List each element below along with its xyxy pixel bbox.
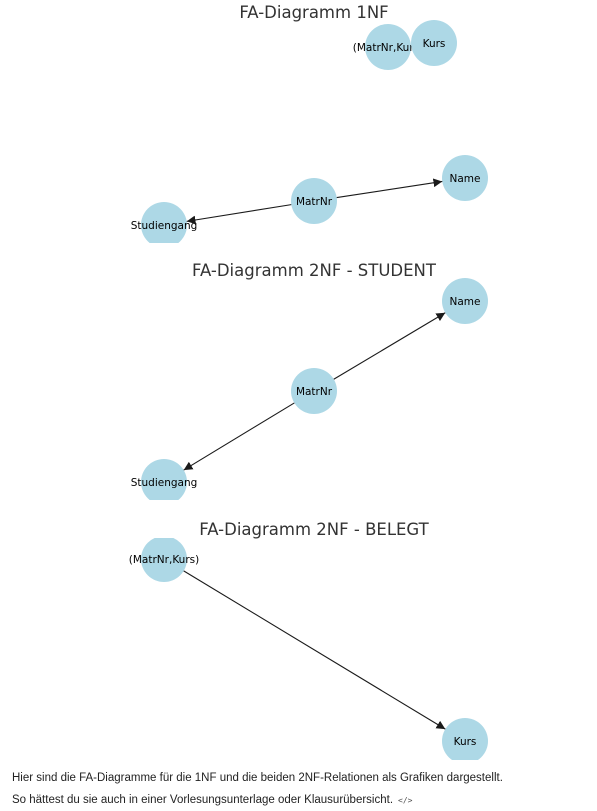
diagram-panel-3: FA-Diagramm 2NF - BELEGT (MatrNr,Kurs) Kur…	[129, 520, 488, 760]
node-label-matrnr-kurs: (MatrNr,Kurs)	[129, 554, 199, 566]
node-label-matrnr-kurs: (MatrNr,Kurs)	[353, 42, 423, 54]
diagram-title-1: FA-Diagramm 1NF	[239, 3, 388, 22]
edge-matrnr-to-name	[336, 178, 443, 199]
node-studiengang: Studiengang	[131, 459, 198, 500]
caption-text-2: So hättest du sie auch in einer Vorlesun…	[12, 794, 394, 806]
node-label-studiengang: Studiengang	[131, 220, 198, 232]
node-circle-kurs	[411, 20, 457, 66]
node-name: Name	[442, 278, 488, 324]
diagram-title-3: FA-Diagramm 2NF - BELEGT	[199, 520, 429, 539]
fa-diagrams-figure: FA-Diagramm 1NF(MatrNr,Kurs)KursMatrNrNa…	[129, 3, 488, 760]
code-icon[interactable]: </>	[398, 796, 413, 805]
node-matrnr-kurs: (MatrNr,Kurs)	[129, 538, 199, 582]
node-studiengang: Studiengang	[131, 202, 198, 243]
caption-line-2: So hättest du sie auch in einer Vorlesun…	[12, 794, 412, 806]
node-matrnr: MatrNr	[291, 368, 337, 414]
node-matrnr-kurs: (MatrNr,Kurs)	[353, 24, 423, 70]
edge-matrnr-to-name	[333, 312, 446, 380]
node-circle-matrnr-kurs	[141, 538, 187, 582]
node-label-studiengang: Studiengang	[131, 477, 198, 489]
node-circle-name	[442, 278, 488, 324]
node-circle-studiengang	[141, 459, 187, 500]
node-circle-kurs	[442, 718, 488, 760]
node-label-kurs: Kurs	[454, 736, 477, 748]
edge-matrnr-to-studiengang	[183, 402, 295, 471]
caption-text-1: Hier sind die FA-Diagramme für die 1NF u…	[12, 772, 503, 784]
edge-matrnr-kurs-to-kurs	[183, 570, 446, 730]
node-circle-matrnr	[291, 178, 337, 224]
node-circle-studiengang	[141, 202, 187, 243]
node-kurs: Kurs	[442, 718, 488, 760]
node-name: Name	[442, 155, 488, 201]
edge-matrnr-to-studiengang	[186, 204, 292, 225]
node-circle-matrnr	[291, 368, 337, 414]
node-kurs: Kurs	[411, 20, 457, 66]
node-circle-name	[442, 155, 488, 201]
node-circle-matrnr-kurs	[365, 24, 411, 70]
node-label-matrnr: MatrNr	[296, 386, 333, 398]
node-label-name: Name	[450, 296, 481, 308]
diagram-panel-2: FA-Diagramm 2NF - STUDENT NameMatrNrStudi…	[131, 261, 488, 500]
diagram-title-2: FA-Diagramm 2NF - STUDENT	[192, 261, 437, 280]
node-label-matrnr: MatrNr	[296, 196, 333, 208]
node-label-kurs: Kurs	[423, 38, 446, 50]
caption-line-1: Hier sind die FA-Diagramme für die 1NF u…	[12, 772, 503, 784]
node-matrnr: MatrNr	[291, 178, 337, 224]
node-label-name: Name	[450, 173, 481, 185]
